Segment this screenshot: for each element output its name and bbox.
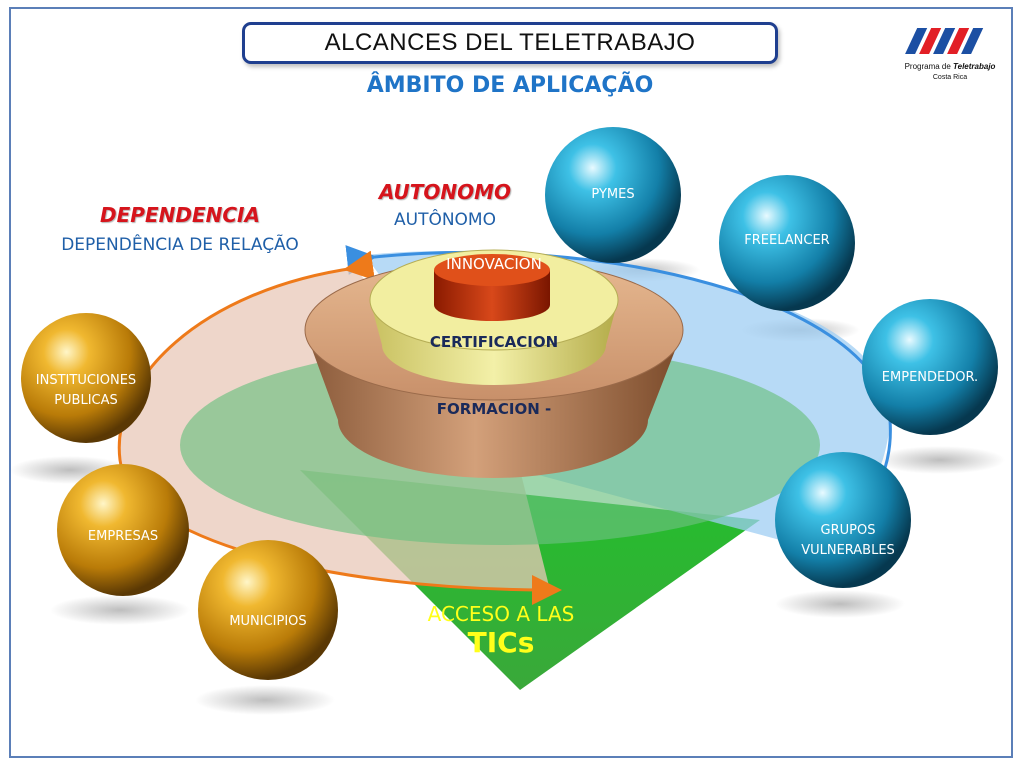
page-title: ALCANCES DEL TELETRABAJO (324, 29, 696, 56)
innovacion-cylinder (434, 254, 550, 321)
sphere-label-grupos-vulnerables: GRUPOS VULNERABLES (801, 523, 895, 558)
sphere-label-freelancer: FREELANCER (744, 233, 830, 248)
sphere-freelancer (719, 175, 855, 311)
sphere-label-pymes: PYMES (591, 187, 635, 202)
sphere-label-empendedor: EMPENDEDOR. (881, 370, 979, 385)
autonomo-pt-label: AUTÔNOMO (394, 210, 496, 230)
access-label-line1: ACCESO A LAS (427, 602, 575, 626)
certificacion-label: CERTIFICACION (429, 333, 559, 351)
dependencia-label: DEPENDENCIA (100, 203, 260, 227)
title-box: ALCANCES DEL TELETRABAJO (242, 22, 778, 64)
sphere-municipios (198, 540, 338, 680)
page-subtitle: ÂMBITO DE APLICAÇÃO (366, 73, 654, 98)
sphere-label-instituciones-publicas: INSTITUCIONES PUBLICAS (35, 373, 137, 408)
logo-program-name: Teletrabajo (953, 62, 996, 71)
logo-country: Costa Rica (932, 74, 968, 81)
sphere-instituciones-publicas (21, 313, 151, 443)
innovacion-label: INNOVACION (446, 255, 542, 273)
sphere-grupos-vulnerables (775, 452, 911, 588)
sphere-pymes (545, 127, 681, 263)
autonomo-label: AUTONOMO (378, 180, 512, 204)
sphere-empendedor (862, 299, 998, 435)
sphere-label-empresas: EMPRESAS (87, 529, 159, 544)
slide-frame (9, 7, 1013, 758)
access-label-line2: TICs (467, 626, 535, 659)
logo-program-text: Programa de Teletrabajo (892, 62, 1008, 71)
formacion-label: FORMACION - (436, 400, 552, 418)
teletrabajo-logo (905, 28, 984, 54)
dependencia-pt-label: DEPENDÊNCIA DE RELAÇÃO (61, 235, 299, 255)
sphere-label-municipios: MUNICIPIOS (229, 614, 307, 629)
sphere-empresas (57, 464, 189, 596)
logo-program-prefix: Programa de (904, 62, 951, 71)
